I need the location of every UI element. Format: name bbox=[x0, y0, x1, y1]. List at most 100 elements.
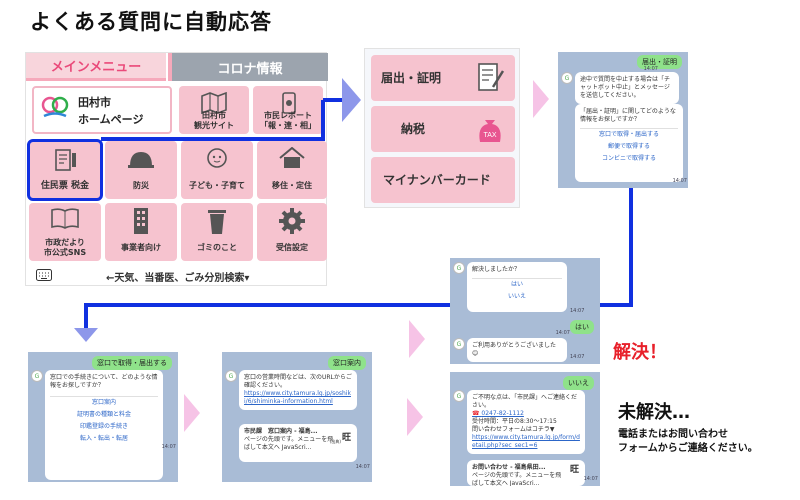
timestamp: 14:07 bbox=[161, 444, 176, 450]
menu-item-business[interactable]: 事業者向け bbox=[105, 203, 177, 261]
menu-item-label: 事業者向け bbox=[121, 243, 161, 252]
phone-icon: ☎ bbox=[472, 410, 480, 417]
user-message: いいえ bbox=[563, 376, 594, 390]
bot-avatar: G bbox=[225, 370, 237, 382]
option-certificate-types[interactable]: 証明書の種類と料金 bbox=[76, 411, 131, 418]
bot-options-card: 「届出・証明」に関してどのような情報をお探しですか？ 窓口で取得・届出する 郵便… bbox=[575, 104, 683, 182]
flow-arrow bbox=[342, 78, 361, 122]
option-mail[interactable]: 郵便で取得する bbox=[607, 143, 650, 150]
phone-link[interactable]: ☎ 0247-82-1112 bbox=[472, 410, 580, 418]
chat-panel-resolve: G 解決しましたか？ はい いいえ 14:07 はい 14:07 G ご利用あり… bbox=[450, 258, 600, 364]
flow-arrow bbox=[533, 80, 549, 118]
flow-line bbox=[321, 100, 325, 141]
form-url-link[interactable]: https://www.city.tamura.lg.jp/form/detai… bbox=[472, 434, 580, 449]
bot-avatar: G bbox=[561, 72, 573, 84]
card-title: お問い合わせ - 福島県田... bbox=[472, 464, 546, 471]
homepage-label-line1: 田村市 bbox=[78, 96, 111, 109]
menu-item-residence-tax[interactable]: 住民票 税金 bbox=[27, 139, 103, 201]
bot-message: ご不明な点は、「市民課」へご連絡ください。 ☎ 0247-82-1112 受付時… bbox=[467, 390, 585, 454]
house-icon bbox=[279, 147, 305, 168]
sub-menu-tax[interactable]: 納税 TAX bbox=[371, 106, 515, 152]
search-hint[interactable]: ←天気、当番医、ごみ分別検索▾ bbox=[106, 269, 249, 284]
homepage-button[interactable]: 田村市 ホームページ bbox=[32, 86, 172, 134]
link-preview-card[interactable]: お問い合わせ - 福島県田... ページの先頭です。メニューを飛ばして本文へ J… bbox=[467, 460, 585, 486]
bot-options-card: 窓口での手続きについて、どのような情報をお探しですか？ 窓口案内 証明書の種類と… bbox=[45, 370, 163, 480]
menu-item-label: 移住・定住 bbox=[272, 181, 312, 190]
card-source: (出典) bbox=[329, 439, 341, 444]
menu-item-label: 住民票 税金 bbox=[40, 181, 90, 191]
option-yes[interactable]: はい bbox=[510, 281, 523, 288]
timestamp: 14:07 bbox=[643, 66, 658, 72]
menu-item-label: 受信設定 bbox=[276, 243, 308, 252]
resolve-question: 解決しましたか？ bbox=[472, 266, 521, 273]
option-convenience[interactable]: コンビニで取得する bbox=[601, 155, 656, 162]
sub-menu: 届出・証明 納税 TAX マイナンバーカード bbox=[364, 48, 520, 208]
bot-question: 「届出・証明」に関してどのような情報をお探しですか？ bbox=[580, 108, 676, 123]
flow-line bbox=[84, 303, 88, 329]
sub-menu-mynumber[interactable]: マイナンバーカード bbox=[371, 157, 515, 203]
menu-item-newsletter-sns[interactable]: 市政だより 市公式SNS bbox=[29, 203, 101, 261]
sub-menu-certificate[interactable]: 届出・証明 bbox=[371, 55, 515, 101]
option-no[interactable]: いいえ bbox=[507, 293, 526, 300]
user-message: 窓口で取得・届出する bbox=[92, 356, 172, 370]
chat-panel-counter: 窓口で取得・届出する G 窓口での手続きについて、どのような情報をお探しですか？… bbox=[28, 352, 178, 482]
document-icon bbox=[55, 149, 76, 171]
smile-icon: 😊 bbox=[472, 350, 479, 357]
tax-bag-icon: TAX bbox=[479, 120, 501, 142]
menu-item-citizen-report[interactable]: 市民レポート 「報・連・相」 bbox=[253, 86, 323, 134]
form-icon bbox=[478, 63, 505, 91]
rich-menu: メインメニュー コロナ情報 田村市 ホームページ 田村市 観光サイト 市民レポー… bbox=[25, 52, 328, 286]
thanks-text: ご利用ありがとうございました bbox=[472, 342, 557, 349]
menu-item-children[interactable]: 子ども・子育て bbox=[181, 141, 253, 199]
flow-arrow bbox=[409, 320, 425, 358]
card-badge: 旺 bbox=[341, 433, 351, 443]
bot-question: 窓口での手続きについて、どのような情報をお探しですか？ bbox=[50, 374, 158, 389]
tab-main-menu[interactable]: メインメニュー bbox=[26, 53, 166, 81]
resolve-card: 解決しましたか？ はい いいえ bbox=[467, 262, 567, 312]
caret-icon: ▾ bbox=[244, 273, 250, 284]
bot-message: 途中で質問を中止する場合は「チャットボット中止」とメッセージを送信してください。 bbox=[575, 72, 679, 104]
gear-icon bbox=[279, 208, 305, 234]
page-title: よくある質問に自動応答 bbox=[30, 10, 272, 34]
bot-message: ご利用ありがとうございました😊 bbox=[467, 338, 567, 362]
search-hint-text: ←天気、当番医、ごみ分別検索 bbox=[106, 273, 245, 284]
map-icon bbox=[201, 92, 227, 114]
option-seal-registration[interactable]: 印鑑登録の手続き bbox=[79, 423, 128, 430]
user-message: 届出・証明 bbox=[637, 55, 682, 69]
menu-item-disaster[interactable]: 防災 bbox=[105, 141, 177, 199]
menu-item-label: 市民レポート 「報・連・相」 bbox=[260, 111, 316, 130]
menu-item-settings[interactable]: 受信設定 bbox=[257, 203, 327, 261]
flow-line bbox=[84, 303, 633, 307]
menu-item-tourism[interactable]: 田村市 観光サイト bbox=[179, 86, 249, 134]
menu-item-garbage[interactable]: ゴミのこと bbox=[181, 203, 253, 261]
keyboard-icon[interactable] bbox=[36, 269, 52, 281]
flow-arrow bbox=[184, 394, 200, 432]
link-preview-card[interactable]: 市民課 窓口案内 - 福島... ページの先頭です。メニューを飛ばして本文へ J… bbox=[239, 424, 357, 462]
option-moving[interactable]: 転入・転出・転居 bbox=[79, 435, 128, 442]
trash-icon bbox=[208, 210, 226, 234]
phone-number: 0247-82-1112 bbox=[481, 410, 524, 417]
menu-item-relocation[interactable]: 移住・定住 bbox=[257, 141, 327, 199]
timestamp: 14:07 bbox=[355, 464, 370, 470]
tamura-logo-icon bbox=[41, 96, 69, 118]
option-counter[interactable]: 窓口で取得・届出する bbox=[598, 131, 659, 138]
url-link[interactable]: https://www.city.tamura.lg.jp/soshiki/6/… bbox=[244, 390, 351, 405]
chat-panel-certificate: 届出・証明 14:07 G 途中で質問を中止する場合は「チャットボット中止」とメ… bbox=[558, 52, 688, 188]
chat-panel-counter-guide: 窓口案内 G 窓口の営業時間などは、次のURLからご確認ください。 https:… bbox=[222, 352, 372, 482]
timestamp: 14:07 bbox=[583, 476, 598, 482]
homepage-label-line2: ホームページ bbox=[78, 113, 144, 126]
tab-corona-info[interactable]: コロナ情報 bbox=[168, 53, 328, 81]
contact-note: 電話またはお問い合わせ フォームからご連絡ください。 bbox=[618, 428, 758, 456]
timestamp: 14:07 bbox=[555, 330, 570, 336]
option-counter-guide[interactable]: 窓口案内 bbox=[91, 399, 116, 406]
bot-avatar: G bbox=[453, 338, 465, 350]
menu-item-label: 子ども・子育て bbox=[189, 181, 245, 190]
card-badge: 旺 bbox=[569, 465, 579, 475]
building-icon bbox=[134, 208, 148, 234]
bot-avatar: G bbox=[31, 370, 43, 382]
sub-menu-label: 届出・証明 bbox=[381, 71, 442, 85]
helmet-icon bbox=[128, 152, 154, 168]
card-description: ページの先頭です。メニューを飛ばして本文へ JavaScri... bbox=[472, 472, 562, 486]
book-icon bbox=[51, 208, 79, 229]
timestamp: 14:07 bbox=[672, 178, 687, 184]
